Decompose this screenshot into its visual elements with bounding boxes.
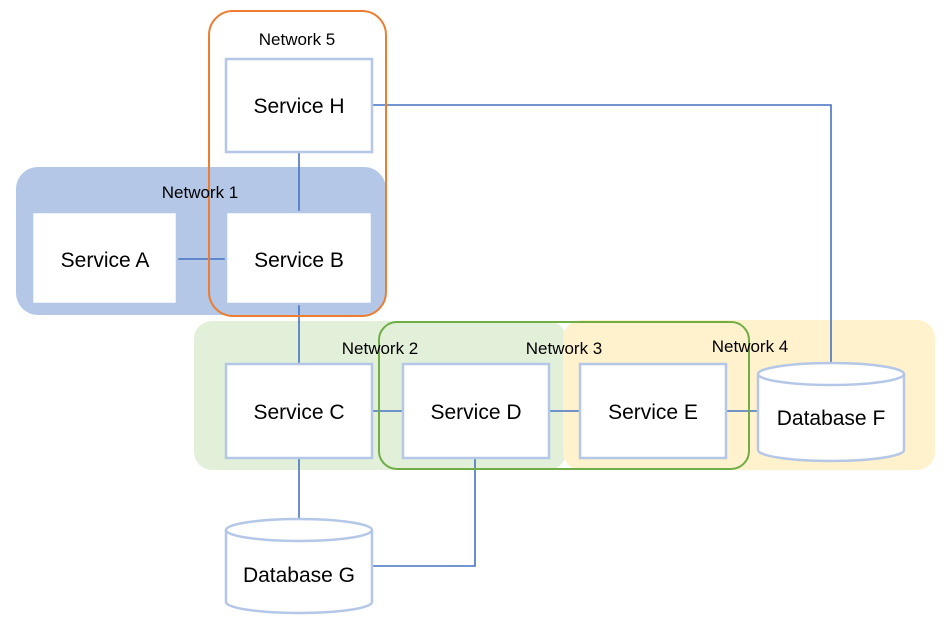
service-a-label: Service A bbox=[61, 249, 150, 272]
database-f[interactable] bbox=[756, 361, 906, 463]
edge-h-f bbox=[372, 104, 832, 362]
service-a-box[interactable] bbox=[30, 210, 179, 306]
edge-d-g bbox=[372, 458, 476, 567]
network-5-label: Network 5 bbox=[259, 30, 336, 49]
database-g-label: Database G bbox=[243, 564, 355, 587]
services bbox=[30, 57, 728, 460]
service-b-label: Service B bbox=[254, 249, 344, 272]
service-h-label: Service H bbox=[253, 95, 344, 118]
service-e-box[interactable] bbox=[578, 362, 728, 460]
service-c-label: Service C bbox=[253, 401, 344, 424]
service-d-box[interactable] bbox=[401, 362, 551, 460]
network-3-outline bbox=[378, 321, 750, 470]
service-h-box[interactable] bbox=[224, 57, 374, 154]
database-g[interactable] bbox=[224, 517, 374, 615]
service-c-box[interactable] bbox=[224, 362, 374, 460]
service-b-box[interactable] bbox=[224, 210, 374, 306]
service-d-label: Service D bbox=[430, 401, 521, 424]
service-e-label: Service E bbox=[608, 401, 698, 424]
network-5-outline bbox=[208, 10, 387, 317]
network-3-label: Network 3 bbox=[526, 339, 603, 358]
connections bbox=[177, 104, 832, 567]
network-1-label: Network 1 bbox=[162, 183, 239, 202]
network-2-label: Network 2 bbox=[342, 339, 419, 358]
network-4-label: Network 4 bbox=[712, 337, 789, 356]
database-f-label: Database F bbox=[777, 407, 886, 430]
